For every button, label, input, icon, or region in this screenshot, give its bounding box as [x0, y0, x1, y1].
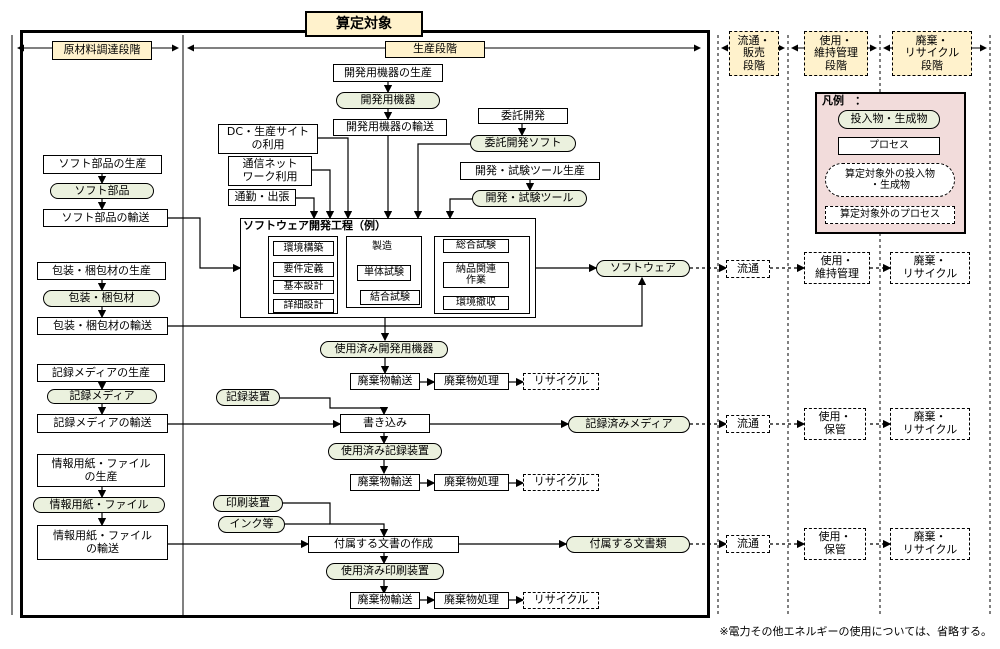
requirements-def: 要件定義	[273, 262, 334, 277]
integration-test: 結合試験	[360, 290, 420, 305]
dc-site-use: DC・生産サイト の利用	[218, 124, 318, 154]
disposal-recycle-3: 廃棄・ リサイクル	[890, 528, 970, 560]
recorded-media: 記録済みメディア	[568, 416, 690, 433]
recycle-1: リサイクル	[523, 373, 599, 390]
outsourced-software: 委託開発ソフト	[470, 135, 576, 152]
legend-io: 投入物・生成物	[838, 110, 940, 129]
footnote: ※電力その他エネルギーの使用については、省略する。	[719, 624, 992, 638]
stage-disposal: 廃棄・ リサイクル 段階	[892, 31, 972, 76]
dev-equipment-production: 開発用機器の生産	[333, 64, 443, 82]
legend-title: 凡例 ：	[822, 93, 866, 107]
scope-title: 算定対象	[305, 11, 423, 37]
media-production: 記録メディアの生産	[37, 364, 165, 382]
recycle-3: リサイクル	[523, 592, 599, 609]
use-storage-2: 使用・ 保管	[804, 408, 866, 440]
disposal-recycle-1: 廃棄・ リサイクル	[890, 252, 970, 284]
used-dev-equipment: 使用済み開発用機器	[320, 341, 448, 358]
software-dev-title: ソフトウェア開発工程（例）	[243, 219, 386, 233]
paper-file-production: 情報用紙・ファイル の生産	[37, 454, 165, 487]
recording-device: 記録装置	[216, 389, 280, 406]
stage-raw-materials: 原材料調達段階	[52, 41, 152, 60]
use-maintenance-1: 使用・ 維持管理	[804, 252, 870, 284]
manufacture: 製造	[372, 241, 392, 253]
dev-equipment: 開発用機器	[336, 92, 440, 109]
waste-processing-1: 廃棄物処理	[434, 373, 509, 390]
distribution-1: 流通	[726, 260, 770, 278]
writing-process: 書き込み	[340, 414, 430, 433]
legend-process: プロセス	[838, 137, 940, 155]
system-test: 総合試験	[443, 239, 509, 253]
unit-test: 単体試験	[357, 265, 411, 281]
delivery-work: 納品関連 作業	[443, 262, 509, 288]
stage-use: 使用・ 維持管理 段階	[804, 31, 868, 76]
used-recording-device: 使用済み記録装置	[328, 443, 442, 460]
packaging: 包装・梱包材	[43, 290, 160, 307]
legend-process-outside: 算定対象外のプロセス	[825, 206, 955, 224]
attached-documents: 付属する文書類	[566, 536, 690, 553]
waste-transport-1: 廃棄物輸送	[350, 373, 420, 390]
used-printing-device: 使用済み印刷装置	[326, 563, 444, 580]
waste-transport-2: 廃棄物輸送	[350, 474, 420, 491]
packaging-transport: 包装・梱包材の輸送	[37, 317, 168, 335]
use-storage-3: 使用・ 保管	[804, 528, 866, 560]
software-output: ソフトウェア	[596, 260, 690, 277]
waste-processing-2: 廃棄物処理	[434, 474, 509, 491]
env-build: 環境構築	[273, 241, 334, 256]
paper-file: 情報用紙・ファイル	[33, 497, 165, 513]
soft-part-production: ソフト部品の生産	[43, 155, 162, 174]
ink-etc: インク等	[218, 516, 285, 533]
waste-transport-3: 廃棄物輸送	[350, 592, 420, 609]
soft-part-transport: ソフト部品の輸送	[43, 209, 168, 227]
stage-production: 生産段階	[385, 41, 485, 58]
media-transport: 記録メディアの輸送	[37, 414, 168, 433]
env-removal: 環境撤収	[443, 296, 509, 310]
waste-processing-3: 廃棄物処理	[434, 592, 509, 609]
disposal-recycle-2: 廃棄・ リサイクル	[890, 408, 970, 440]
document-creation: 付属する文書の作成	[308, 536, 459, 553]
detail-design: 詳細設計	[273, 299, 334, 313]
distribution-3: 流通	[726, 535, 770, 553]
soft-part: ソフト部品	[50, 183, 154, 199]
dev-test-tool: 開発・試験ツール	[472, 190, 587, 207]
packaging-production: 包装・梱包材の生産	[37, 262, 166, 280]
stage-distribution: 流通・ 販売 段階	[729, 31, 779, 76]
basic-design: 基本設計	[273, 280, 334, 294]
tool-production: 開発・試験ツール生産	[460, 162, 600, 180]
printing-device: 印刷装置	[213, 495, 283, 512]
paper-file-transport: 情報用紙・ファイル の輸送	[37, 525, 168, 560]
recording-media: 記録メディア	[47, 389, 157, 404]
commute-business-trip: 通勤・出張	[228, 189, 296, 206]
dev-equipment-transport: 開発用機器の輸送	[333, 119, 447, 136]
network-use: 通信ネット ワーク利用	[228, 156, 312, 186]
outsourced-dev: 委託開発	[478, 108, 568, 124]
legend-io-outside: 算定対象外の投入物 ・生成物	[825, 163, 955, 197]
recycle-2: リサイクル	[523, 474, 599, 491]
distribution-2: 流通	[726, 415, 770, 433]
